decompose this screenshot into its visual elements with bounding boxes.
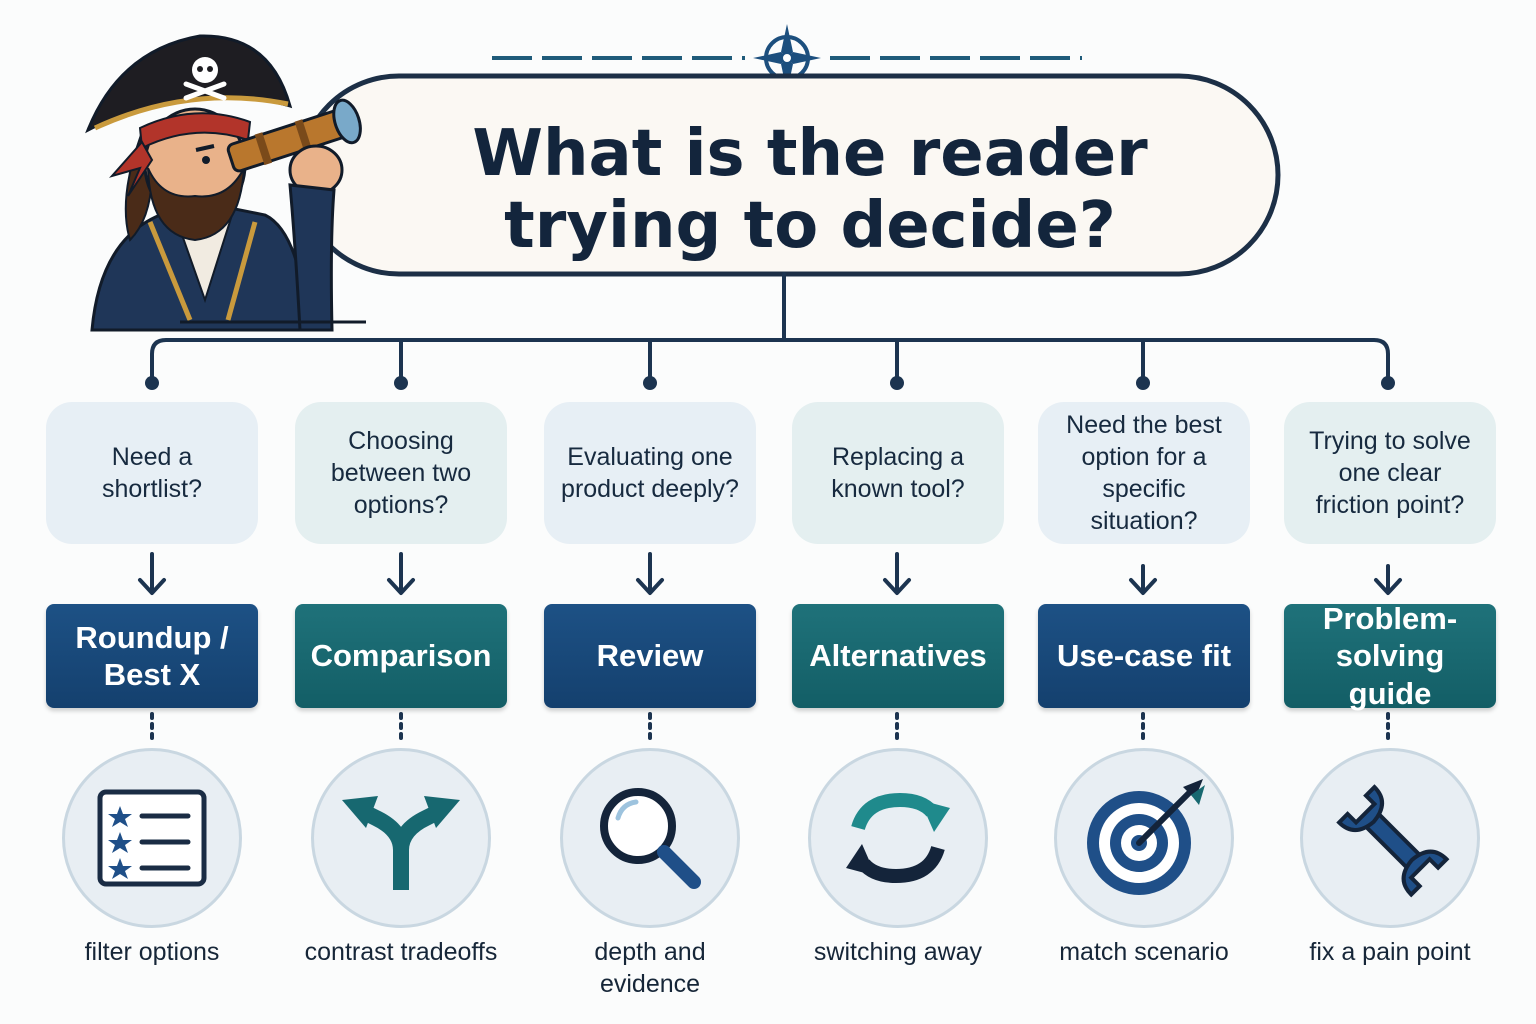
down-arrows xyxy=(138,552,1402,595)
question-box-review: Evaluating one product deeply? xyxy=(544,402,756,544)
question-box-comparison: Choosing between two options? xyxy=(295,402,507,544)
icon-circle-problem xyxy=(1300,748,1480,928)
wrench-icon xyxy=(1336,784,1450,898)
question-box-problem: Trying to solve one clear friction point… xyxy=(1284,402,1496,544)
tree-dots xyxy=(145,376,1395,390)
pirate-mascot xyxy=(85,34,366,332)
title-line-2: trying to decide? xyxy=(504,189,1116,263)
checklist-icon xyxy=(97,789,207,887)
icon-circle-review xyxy=(560,748,740,928)
question-box-alternatives: Replacing a known tool? xyxy=(792,402,1004,544)
question-box-shortlist: Need a shortlist? xyxy=(46,402,258,544)
title-line-1: What is the reader xyxy=(472,117,1148,192)
icon-circle-alternatives xyxy=(808,748,988,928)
caption-alternatives: switching away xyxy=(813,938,983,966)
caption-use-case: match scenario xyxy=(1059,938,1229,966)
caption-problem: fix a pain point xyxy=(1309,938,1471,966)
type-box-comparison: Comparison xyxy=(295,604,507,708)
magnifier-icon xyxy=(600,788,701,889)
target-icon xyxy=(1087,779,1205,895)
icon-circle-use-case xyxy=(1054,748,1234,928)
caption-comparison: contrast tradeoffs xyxy=(304,938,498,966)
icon-circle-roundup xyxy=(62,748,242,928)
icon-circle-comparison xyxy=(311,748,491,928)
type-box-roundup: Roundup / Best X xyxy=(46,604,258,708)
question-box-use-case: Need the best option for a specific situ… xyxy=(1038,402,1250,544)
type-box-review: Review xyxy=(544,604,756,708)
swap-arrows-icon xyxy=(846,792,950,884)
caption-roundup: filter options xyxy=(84,938,220,966)
caption-review: depth and evidence xyxy=(594,938,706,998)
dotted-links xyxy=(150,712,1390,746)
type-box-problem: Problem-solving guide xyxy=(1284,601,1496,711)
tree-lines xyxy=(150,272,1390,384)
page-title: What is the reader trying to decide? xyxy=(330,96,1290,286)
fork-arrows-icon xyxy=(342,796,460,890)
type-box-alternatives: Alternatives xyxy=(792,604,1004,708)
type-box-use-case: Use-case fit xyxy=(1038,604,1250,708)
